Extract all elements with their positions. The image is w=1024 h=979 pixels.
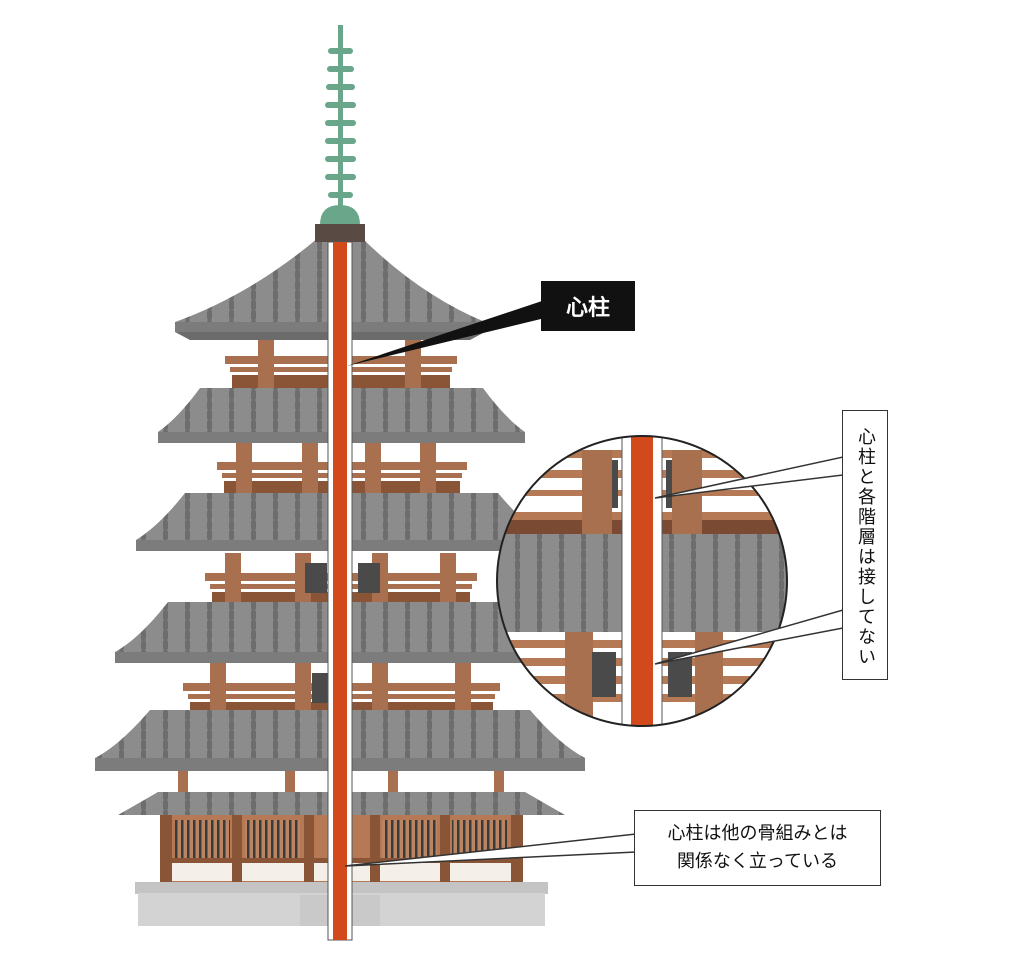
- not-touching-label: 心柱と各階層は接してない: [842, 410, 888, 680]
- finial-spire: [315, 25, 365, 242]
- independent-pillar-line1: 心柱は他の骨組みとは: [667, 823, 848, 844]
- central-pillar: [327, 241, 353, 941]
- independent-pillar-line2: 関係なく立っている: [676, 851, 839, 872]
- skirt-posts: [178, 771, 504, 792]
- core-pillar-label: 心柱: [541, 281, 635, 331]
- independent-pillar-label: 心柱は他の骨組みとは 関係なく立っている: [634, 810, 881, 886]
